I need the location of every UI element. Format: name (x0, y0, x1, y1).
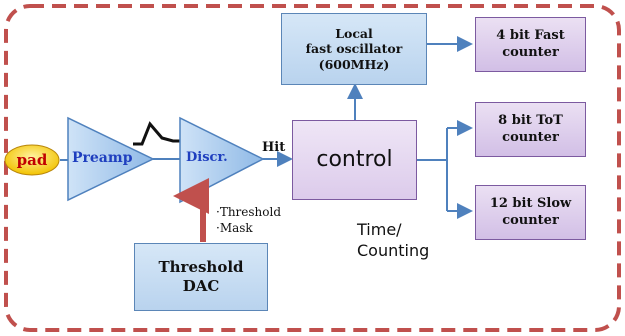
control-label: control (316, 147, 393, 173)
control-box: control (292, 120, 417, 200)
preamp-label: Preamp (72, 150, 133, 166)
oscillator-label: Local fast oscillator (600MHz) (305, 25, 403, 72)
fast-counter-box: 4 bit Fast counter (475, 17, 586, 72)
threshold-dac-label: Threshold DAC (158, 258, 244, 295)
threshold-mask-label: ·Threshold ·Mask (216, 205, 282, 235)
preamp-triangle (67, 116, 155, 202)
oscillator-box: Local fast oscillator (600MHz) (281, 13, 427, 85)
hit-label: Hit (262, 140, 286, 155)
threshold-dac-box: Threshold DAC (134, 243, 268, 311)
time-counting-label: Time/ Counting (357, 220, 430, 260)
pad-ellipse (4, 144, 60, 176)
pulse-waveform-icon (133, 121, 180, 146)
tot-counter-label: 8 bit ToT counter (498, 113, 563, 145)
fast-counter-label: 4 bit Fast counter (496, 28, 565, 60)
discr-label: Discr. (186, 150, 228, 165)
pad-label: pad (16, 151, 48, 169)
dashed-border (4, 4, 621, 332)
slow-counter-box: 12 bit Slow counter (475, 185, 586, 240)
slow-counter-label: 12 bit Slow counter (489, 196, 572, 228)
tot-counter-box: 8 bit ToT counter (475, 102, 586, 157)
